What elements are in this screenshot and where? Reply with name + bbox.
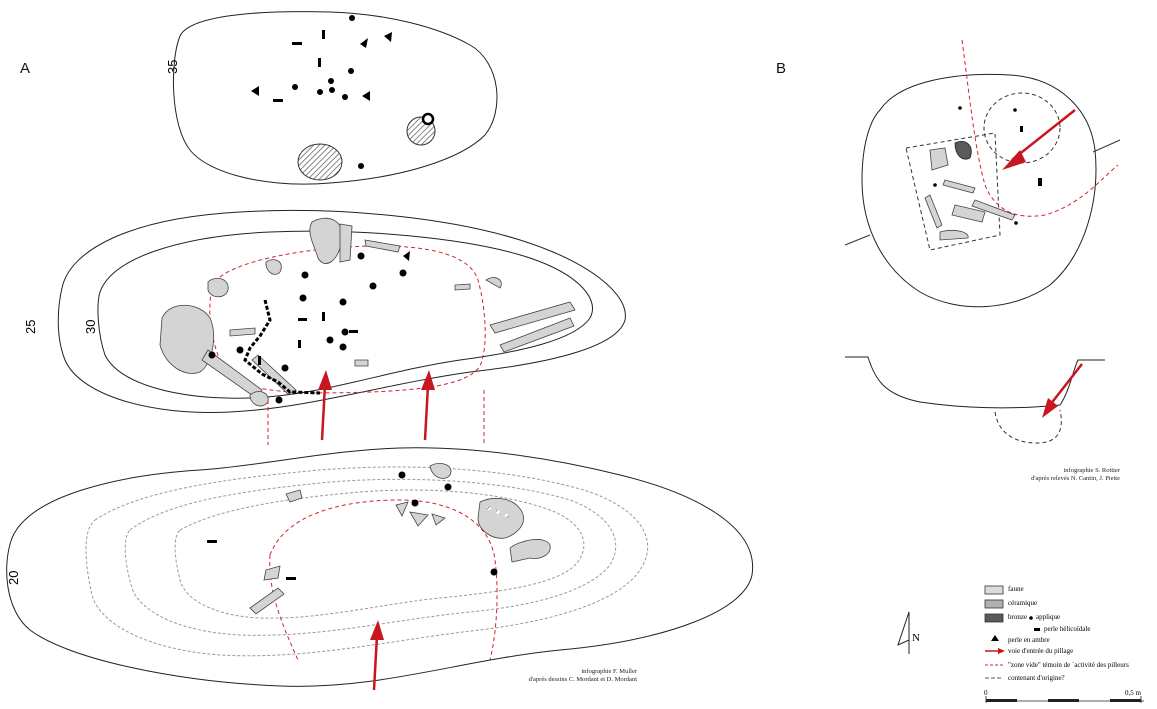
level-25-30-plan: [57, 209, 626, 413]
zone-vide-connectors: [267, 390, 485, 445]
credit-a-line1: infographie F. Muller: [581, 668, 637, 675]
panel-b-section: [845, 356, 1105, 444]
arrow-b-plan: [1002, 150, 1026, 170]
legend-contenant: contenant d'origine?: [1008, 674, 1065, 682]
credit-b: infographie S. Rottier d'après relevés N…: [960, 467, 1120, 483]
level-20-finds: [207, 471, 498, 580]
level-35-finds: [251, 15, 392, 169]
level-20-plan: [6, 447, 754, 687]
credit-a-line2: d'après dessins C. Mordant et D. Mordant: [528, 676, 637, 683]
legend-symbols: [984, 585, 1040, 679]
level-35-plan: [172, 11, 498, 185]
ring-marker: [421, 112, 435, 126]
north-letter: N: [912, 632, 920, 644]
legend-bronze: bronze: [1008, 613, 1028, 621]
legend-zone-vide: "zone vide" témoin de `activité des pill…: [1008, 661, 1129, 669]
legend-perle-ambre: perle en ambre: [1008, 636, 1050, 644]
ceramic-hatched-1: [297, 143, 343, 181]
contour-20: 20: [6, 571, 21, 585]
panel-a-label: A: [20, 60, 31, 77]
legend-voie: voie d'entrée du pillage: [1008, 647, 1074, 655]
contour-25: 25: [23, 320, 38, 334]
level-25-30-finds: [208, 251, 410, 404]
north-arrow: [897, 611, 910, 654]
faune-bones-lower: [249, 463, 551, 615]
scale-start: 0: [984, 689, 988, 697]
scale-end: 0,5 m: [1125, 689, 1141, 697]
legend-faune: faune: [1008, 585, 1024, 593]
credit-a: infographie F. Muller d'après dessins C.…: [417, 668, 637, 684]
panel-b-label: B: [776, 60, 787, 77]
legend-ceramique: céramique: [1008, 599, 1038, 607]
legend-applique: applique: [1036, 613, 1061, 621]
bronze-object: [954, 141, 972, 160]
pillage-arrows-a: [318, 370, 435, 691]
perle-helicoidale-chain: [243, 299, 321, 395]
legend-perle-helicoidale: perle hélicoïdale: [1044, 625, 1091, 633]
scale-bar: [985, 696, 1144, 703]
faune-bones-upper: [159, 217, 576, 407]
credit-b-line1: infographie S. Rottier: [1063, 467, 1120, 474]
panel-b-plan: [844, 39, 1121, 308]
contour-30: 30: [83, 320, 98, 334]
contour-35: 35: [165, 60, 180, 74]
credit-b-line2: d'après relevés N. Cantin, J. Piette: [1031, 475, 1120, 482]
